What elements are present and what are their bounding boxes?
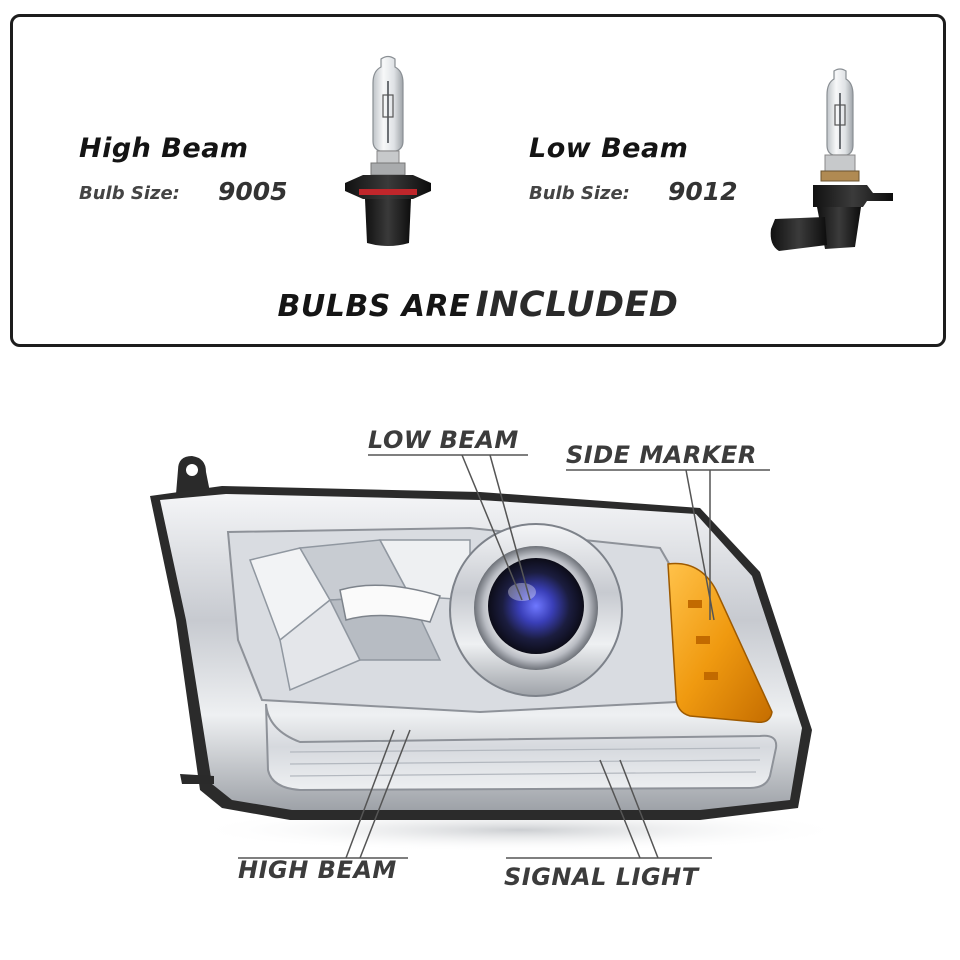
bulbs-included-banner: BULBS ARE INCLUDED xyxy=(13,285,943,325)
drl-light-bar xyxy=(265,703,778,792)
callout-low-beam: LOW BEAM xyxy=(368,426,519,454)
projector-lens xyxy=(488,558,584,654)
bottom-clip xyxy=(180,774,214,784)
high-beam-title: High Beam xyxy=(79,133,249,164)
callout-signal-light: SIGNAL LIGHT xyxy=(504,863,699,891)
halogen-bulb-9005-icon xyxy=(345,55,431,246)
side-marker-facets xyxy=(688,600,718,680)
low-beam-size-value: 9012 xyxy=(668,177,738,206)
low-beam-title: Low Beam xyxy=(529,133,689,164)
halogen-bulb-9012-icon xyxy=(770,68,893,251)
reflector-facets xyxy=(248,539,471,692)
drl-ribs xyxy=(289,747,761,777)
callout-lines xyxy=(238,454,770,859)
included-emphasis: INCLUDED xyxy=(475,285,679,325)
callout-high-beam: HIGH BEAM xyxy=(238,856,397,884)
high-beam-size-value: 9005 xyxy=(218,177,288,206)
low-beam-size-label: Bulb Size: xyxy=(529,183,630,204)
high-beam-size-label: Bulb Size: xyxy=(79,183,180,204)
included-prefix: BULBS ARE xyxy=(277,289,471,324)
mounting-hole xyxy=(186,464,198,476)
callout-side-marker: SIDE MARKER xyxy=(566,441,757,469)
bulb-info-panel: High Beam Bulb Size: 9005 Low Beam Bulb … xyxy=(10,14,946,347)
